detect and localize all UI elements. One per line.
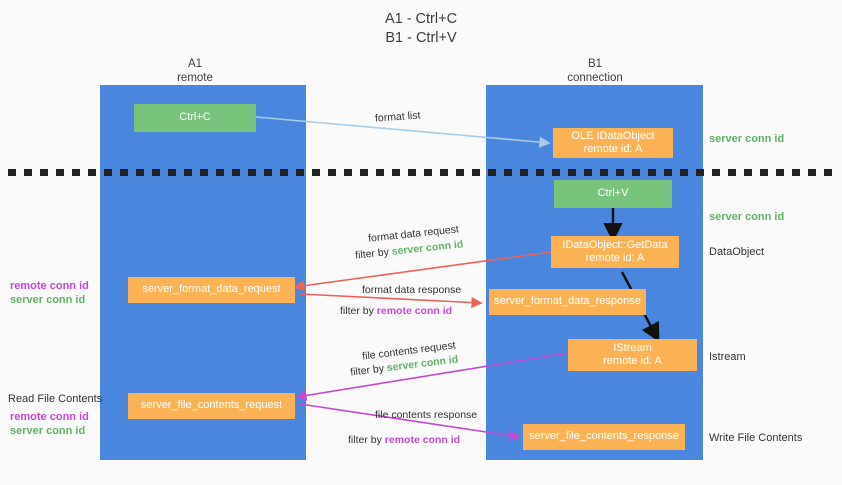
node-server-file-contents-request[interactable]: server_file_contents_request (128, 393, 295, 419)
node-ole-idataobject[interactable]: OLE IDataObject remote id: A (553, 128, 673, 158)
label-istream: Istream (709, 351, 746, 363)
label-write-file-contents: Write File Contents (709, 432, 803, 444)
label-server-conn-id-1: server conn id (709, 133, 785, 145)
label-dataobject: DataObject (709, 246, 765, 258)
filter-value-remote-conn-id-2: remote conn id (384, 434, 461, 446)
filter-prefix-2: filter by (340, 305, 377, 317)
column-heading-a1: A1 remote (177, 58, 213, 84)
node-server-format-data-response[interactable]: server_format_data_response (489, 289, 646, 315)
label-server-conn-id-3: server conn id (10, 294, 86, 306)
node-server-file-contents-response[interactable]: server_file_contents_response (523, 424, 685, 450)
dashed-divider (8, 169, 834, 176)
edge-label-format-data-response: format data response (362, 284, 462, 296)
node-ctrl-c[interactable]: Ctrl+C (134, 104, 256, 132)
node-server-format-data-request[interactable]: server_format_data_request (128, 277, 295, 303)
column-heading-b1: B1 connection (567, 58, 623, 84)
node-ctrl-v[interactable]: Ctrl+V (554, 180, 672, 208)
edge-label-file-contents-response: file contents response (375, 409, 478, 421)
label-remote-conn-id-2: remote conn id (10, 411, 89, 423)
edge-label-format-list: format list (374, 109, 421, 125)
label-server-conn-id-2: server conn id (709, 211, 785, 223)
filter-prefix-1: filter by (354, 245, 393, 262)
node-istream[interactable]: IStream remote id: A (568, 339, 697, 371)
filter-prefix-4: filter by (348, 434, 385, 446)
label-server-conn-id-4: server conn id (10, 425, 86, 437)
node-idataobject-getdata[interactable]: IDataObject::GetData remote id: A (551, 236, 679, 268)
label-read-file-contents: Read File Contents (8, 393, 103, 405)
filter-prefix-3: filter by (349, 362, 388, 379)
page-title: A1 - Ctrl+C B1 - Ctrl+V (384, 11, 458, 46)
filter-value-remote-conn-id-1: remote conn id (376, 305, 453, 317)
label-remote-conn-id-1: remote conn id (10, 280, 89, 292)
edge-label-file-contents-response-filter: filter by remote conn id (348, 434, 460, 447)
edge-label-format-data-response-filter: filter by remote conn id (340, 305, 452, 318)
